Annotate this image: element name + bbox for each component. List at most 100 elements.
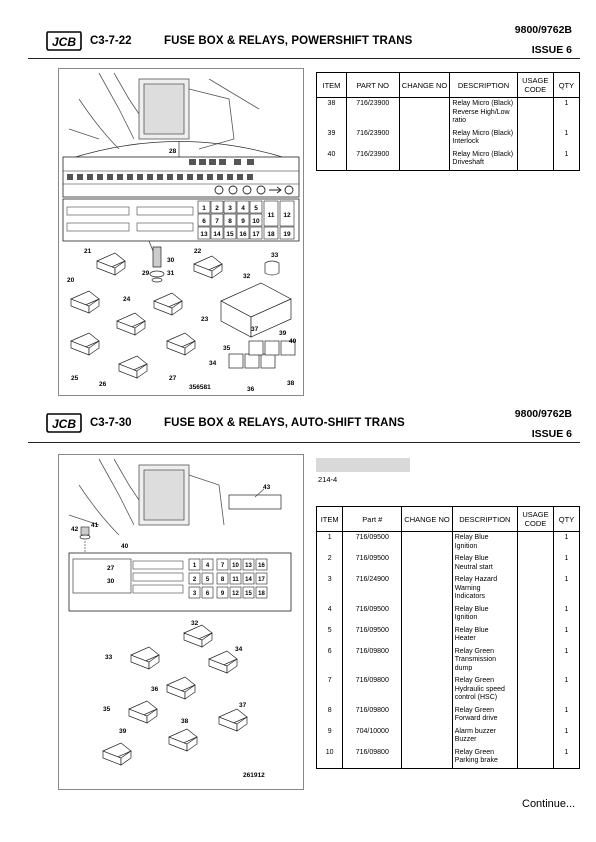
- callout-21: 21: [84, 248, 92, 255]
- fuse-7: 7: [215, 218, 219, 225]
- callout-32: 32: [191, 620, 199, 627]
- callout-34: 34: [235, 646, 243, 653]
- fuse-19: 19: [283, 231, 291, 238]
- callout-35: 35: [223, 345, 231, 352]
- fuse-8: 8: [228, 218, 232, 225]
- callout-30: 30: [107, 578, 115, 585]
- callout-38: 38: [181, 718, 189, 725]
- fuse-17: 17: [258, 577, 265, 583]
- jcb-logo-2: JCB: [46, 413, 82, 433]
- fuse-5: 5: [206, 577, 210, 583]
- callout-40: 40: [289, 338, 297, 345]
- figure-fuse-box-powershift: 28 1 2 3 4 5 6: [58, 68, 304, 396]
- fuse-1: 1: [193, 563, 197, 569]
- fuse-15: 15: [245, 591, 252, 597]
- fuse-12: 12: [232, 591, 239, 597]
- table-row: 38 716/23900 Relay Micro (Black)Reverse …: [316, 97, 581, 128]
- callout-39: 39: [279, 330, 287, 337]
- col-change-no: CHANGE NO: [398, 72, 451, 98]
- callout-38: 38: [287, 380, 295, 387]
- col-description: DESCRIPTION: [449, 72, 518, 98]
- fuse-14: 14: [245, 577, 252, 583]
- fuse-16: 16: [239, 231, 247, 238]
- fuse-11: 11: [232, 577, 239, 583]
- fuse-16: 16: [258, 563, 265, 569]
- callout-36: 36: [247, 386, 255, 393]
- continue-label: Continue...: [522, 798, 576, 810]
- fuse-8: 8: [221, 577, 225, 583]
- doc-number: 9800/9762B: [514, 24, 572, 36]
- header-rule: [28, 58, 580, 59]
- col-qty: QTY: [553, 506, 580, 532]
- col-description: DESCRIPTION: [451, 506, 518, 532]
- callout-36: 36: [151, 686, 159, 693]
- callout-33: 33: [105, 654, 113, 661]
- fuse-18: 18: [258, 591, 265, 597]
- fuse-17: 17: [252, 231, 260, 238]
- table-row: 40 716/23900 Relay Micro (Black)Drivesha…: [316, 148, 581, 171]
- callout-27: 27: [169, 375, 177, 382]
- figure-number: 356581: [189, 384, 211, 391]
- callout-28: 28: [169, 148, 177, 155]
- jcb-logo: JCB: [46, 31, 82, 51]
- header-rule: [28, 442, 580, 443]
- callout-37: 37: [251, 326, 259, 333]
- table-header-row: ITEM PART NO CHANGE NO DESCRIPTION USAGE…: [316, 72, 581, 98]
- fuse-13: 13: [200, 231, 208, 238]
- figure-fuse-box-autoshift: 43 42 41 40 27 30 1 4 7 10 13 16 2: [58, 454, 304, 790]
- jcb-logo-text: JCB: [52, 35, 76, 49]
- fuse-14: 14: [213, 231, 221, 238]
- fuse-4: 4: [206, 563, 210, 569]
- col-usage-code: USAGE CODE: [516, 72, 554, 98]
- ref-label: 214-4: [318, 475, 338, 484]
- section-title: FUSE BOX & RELAYS, POWERSHIFT TRANS: [164, 35, 413, 47]
- fuse-5: 5: [254, 205, 258, 212]
- callout-35: 35: [103, 706, 111, 713]
- col-item: ITEM: [316, 72, 347, 98]
- fuse-9: 9: [221, 591, 225, 597]
- table-row: 39 716/23900 Relay Micro (Black)Interloc…: [316, 127, 581, 149]
- col-part-no: Part #: [342, 506, 403, 532]
- fuse-2: 2: [215, 205, 219, 212]
- callout-31: 31: [167, 270, 175, 277]
- callout-40: 40: [121, 543, 129, 550]
- fuse-6: 6: [202, 218, 206, 225]
- fuse-box-illustration: 43 42 41 40 27 30 1 4 7 10 13 16 2: [68, 458, 292, 779]
- callout-39: 39: [119, 728, 127, 735]
- fuse-15: 15: [226, 231, 234, 238]
- jcb-logo-text: JCB: [52, 417, 76, 431]
- figure-number: 261912: [243, 772, 265, 779]
- callout-32: 32: [243, 273, 251, 280]
- callout-20: 20: [67, 277, 75, 284]
- callout-42: 42: [71, 526, 79, 533]
- callout-33: 33: [271, 252, 279, 259]
- fuse-box-illustration: 28 1 2 3 4 5 6: [62, 72, 300, 393]
- fuse-9: 9: [241, 218, 245, 225]
- callout-22: 22: [194, 248, 202, 255]
- fuse-10: 10: [232, 563, 239, 569]
- parts-table-autoshift: ITEM Part # CHANGE NO DESCRIPTION USAGE …: [315, 506, 580, 769]
- fuse-4: 4: [241, 205, 245, 212]
- issue-label: ISSUE 6: [531, 44, 572, 56]
- fuse-3: 3: [193, 591, 197, 597]
- parts-table-powershift: ITEM PART NO CHANGE NO DESCRIPTION USAGE…: [316, 72, 581, 171]
- fuse-7: 7: [221, 563, 225, 569]
- fuse-10: 10: [252, 218, 260, 225]
- callout-26: 26: [99, 381, 107, 388]
- fuse-3: 3: [228, 205, 232, 212]
- fuse-2: 2: [193, 577, 197, 583]
- callout-43: 43: [263, 484, 271, 491]
- issue-label: ISSUE 6: [531, 428, 572, 440]
- callout-30: 30: [167, 257, 175, 264]
- section-code: C3-7-30: [90, 417, 132, 429]
- callout-25: 25: [71, 375, 79, 382]
- col-qty: QTY: [552, 72, 581, 98]
- fuse-12: 12: [283, 212, 291, 219]
